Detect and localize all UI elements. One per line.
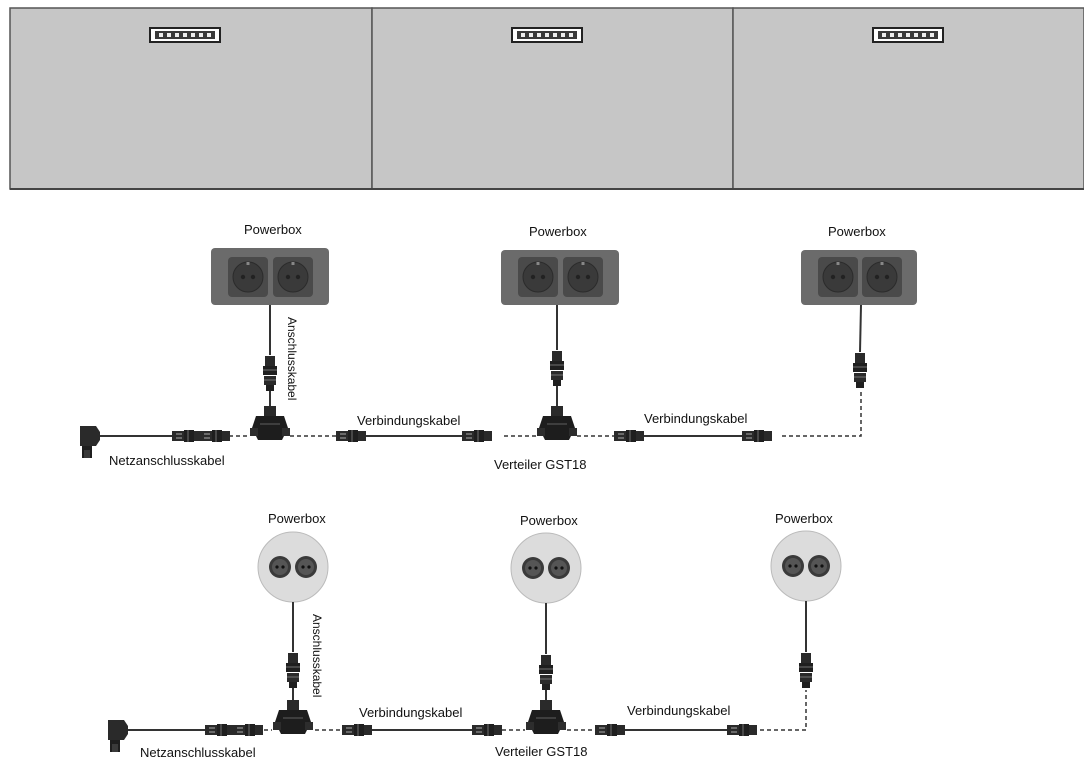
gst18-connector-icon xyxy=(285,652,301,689)
netzanschlusskabel-label: Netzanschlusskabel xyxy=(109,453,225,468)
cable-port-icon xyxy=(872,27,944,43)
gst18-connector-icon xyxy=(471,723,503,737)
socket-frame-icon xyxy=(801,250,917,305)
schuko-plug-icon xyxy=(108,720,128,752)
anschlusskabel-label: Anschlusskabel xyxy=(285,317,299,400)
distributor-icon xyxy=(525,699,567,735)
anschlusskabel-label: Anschlusskabel xyxy=(310,614,324,697)
round-socket-icon xyxy=(510,532,582,604)
round-socket-icon xyxy=(257,531,329,603)
verbindungskabel-label: Verbindungskabel xyxy=(644,411,747,426)
verbindungskabel-label: Verbindungskabel xyxy=(627,703,730,718)
cable-port-icon xyxy=(149,27,221,43)
powerbox-label: Powerbox xyxy=(529,224,587,239)
gst18-connector-icon xyxy=(204,723,236,737)
row-rectangular-powerboxes: Powerbox Powerbox Powerbox Anschlusskabe… xyxy=(80,222,917,472)
gst18-connector-icon xyxy=(726,723,758,737)
socket-frame-icon xyxy=(211,248,329,305)
powerbox-label: Powerbox xyxy=(520,513,578,528)
round-socket-icon xyxy=(770,530,842,602)
distributor-icon xyxy=(249,405,291,441)
gst18-connector-icon xyxy=(594,723,626,737)
verbindungskabel-label: Verbindungskabel xyxy=(357,413,460,428)
gst18-connector-icon xyxy=(335,429,367,443)
schuko-plug-icon xyxy=(80,426,100,458)
gst18-connector-icon xyxy=(461,429,493,443)
powerbox-label: Powerbox xyxy=(268,511,326,526)
desk-top xyxy=(9,7,1084,190)
gst18-connector-icon xyxy=(741,429,773,443)
verbindungskabel-label: Verbindungskabel xyxy=(359,705,462,720)
gst18-connector-icon xyxy=(549,350,565,387)
distributor-icon xyxy=(536,405,578,441)
gst18-connector-icon xyxy=(341,723,373,737)
powerbox-label: Powerbox xyxy=(828,224,886,239)
gst18-connector-icon xyxy=(538,654,554,691)
distributor-icon xyxy=(272,699,314,735)
row-round-powerboxes: Powerbox Powerbox Powerbox Anschlusskabe… xyxy=(108,511,842,760)
gst18-connector-icon xyxy=(613,429,645,443)
verteiler-label: Verteiler GST18 xyxy=(495,744,588,759)
netzanschlusskabel-label: Netzanschlusskabel xyxy=(140,745,256,760)
gst18-connector-icon xyxy=(199,429,231,443)
socket-frame-icon xyxy=(501,250,619,305)
gst18-connector-icon xyxy=(232,723,264,737)
gst18-connector-icon xyxy=(852,352,868,389)
verteiler-label: Verteiler GST18 xyxy=(494,457,587,472)
powerbox-label: Powerbox xyxy=(775,511,833,526)
gst18-connector-icon xyxy=(798,652,814,689)
gst18-connector-icon xyxy=(262,355,278,392)
cable-port-icon xyxy=(511,27,583,43)
powerbox-label: Powerbox xyxy=(244,222,302,237)
gst18-connector-icon xyxy=(171,429,203,443)
